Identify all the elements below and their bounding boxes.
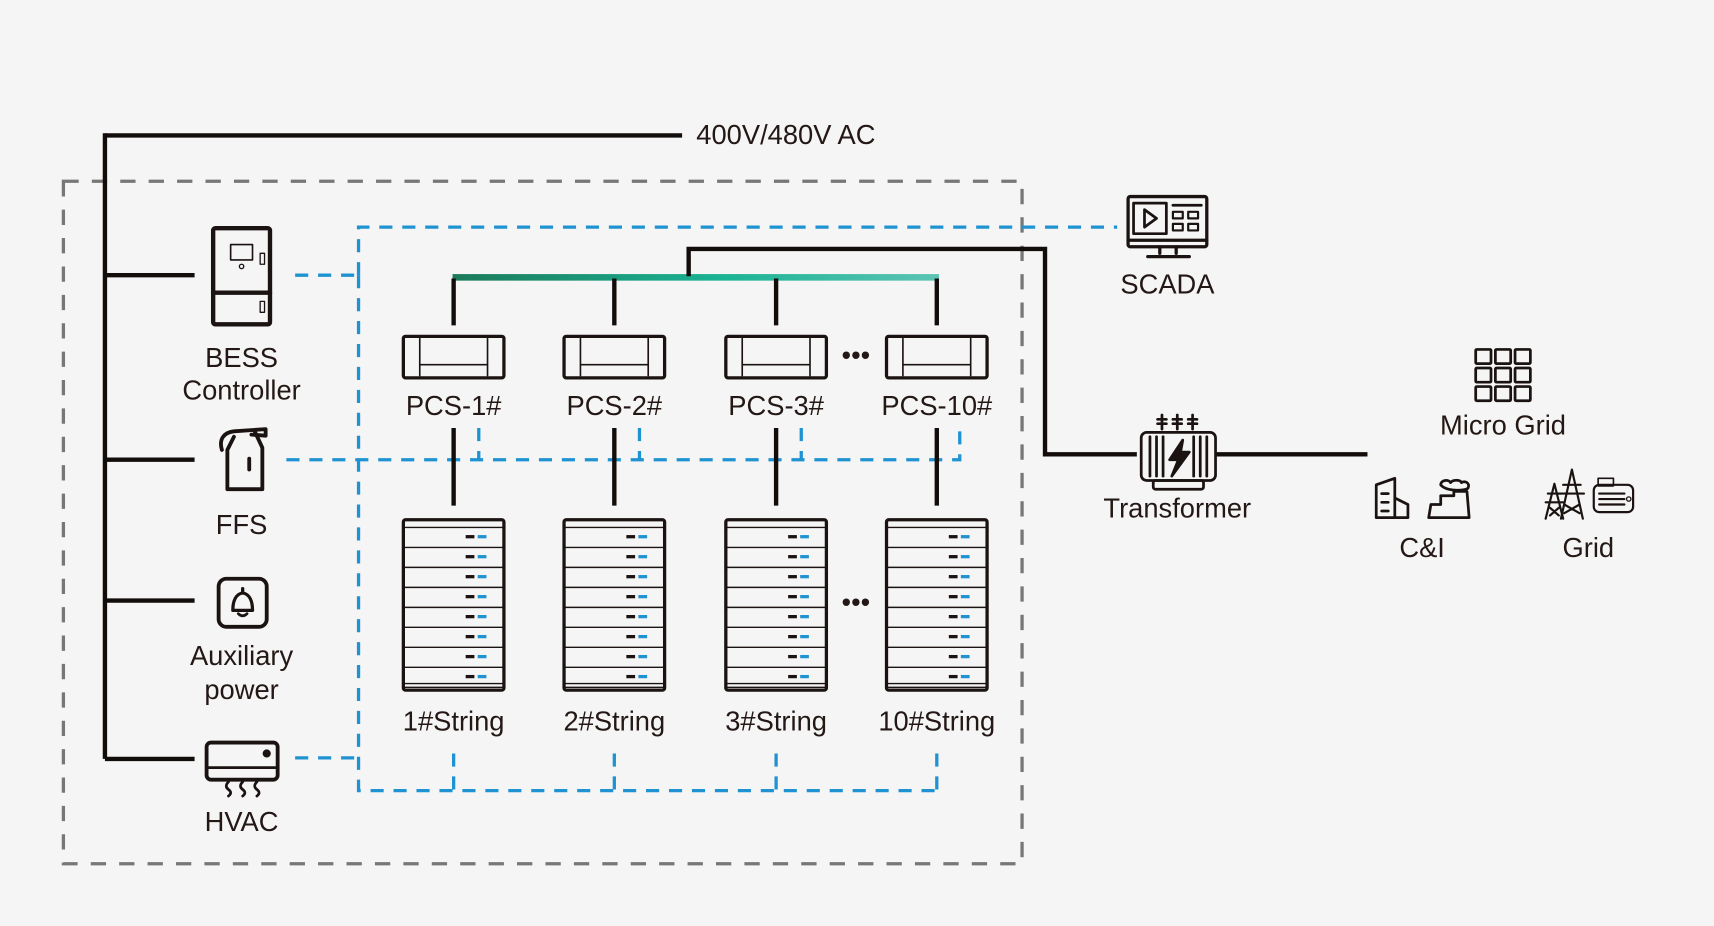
string-label: 10#String	[878, 706, 995, 737]
dc-bus	[452, 274, 939, 281]
pcs-label: PCS-1#	[406, 390, 502, 421]
monitor-icon	[1126, 194, 1209, 259]
micro-grid-label: Micro Grid	[1440, 410, 1566, 441]
string-ellipsis: •••	[842, 587, 871, 618]
comm-ffs	[286, 428, 962, 462]
building-factory-icon	[1374, 476, 1471, 519]
transformer-label: Transformer	[1103, 493, 1251, 524]
transformer-icon	[1139, 413, 1217, 491]
battery-rack-icon[interactable]	[884, 518, 989, 692]
ffs-label: FFS	[216, 509, 268, 540]
comm-line-scada	[356, 225, 1118, 276]
hvac-label: HVAC	[205, 806, 279, 837]
pcs-icon[interactable]	[724, 334, 829, 380]
c-and-i-label: C&I	[1399, 532, 1445, 563]
pcs-ellipsis: •••	[842, 340, 871, 371]
ac-bus-label: 400V/480V AC	[696, 119, 875, 150]
pcs-label: PCS-2#	[567, 390, 663, 421]
pcs-icon[interactable]	[884, 334, 989, 380]
pcs-icon[interactable]	[562, 334, 667, 380]
bess-controller-label-2: Controller	[182, 375, 300, 406]
cabinet-icon	[210, 226, 273, 327]
comm-line-frame	[356, 275, 937, 793]
string-label: 1#String	[403, 706, 505, 737]
power-tower-icon	[1544, 468, 1635, 520]
aux-power-label-1: Auxiliary	[190, 640, 294, 671]
pcs-string-column: PCS-3# 3#String	[724, 278, 829, 791]
pcs-label: PCS-10#	[881, 390, 993, 421]
battery-rack-icon[interactable]	[562, 518, 667, 692]
grid-squares-icon	[1474, 348, 1532, 403]
container-boundary	[61, 179, 1024, 866]
aux-power-label-2: power	[204, 674, 278, 705]
battery-rack-icon[interactable]	[724, 518, 829, 692]
pcs-label: PCS-3#	[728, 390, 824, 421]
battery-rack-icon[interactable]	[401, 518, 506, 692]
pcs-icon[interactable]	[401, 334, 506, 380]
scada-label: SCADA	[1120, 269, 1215, 300]
string-label: 3#String	[725, 706, 827, 737]
pcs-string-column: PCS-10# 10#String	[878, 278, 995, 791]
pcs-string-column: PCS-1# 1#String	[401, 278, 506, 791]
string-label: 2#String	[563, 706, 665, 737]
bess-controller-label-1: BESS	[205, 342, 278, 373]
pcs-string-column: PCS-2# 2#String	[562, 278, 667, 791]
bell-icon	[216, 576, 269, 629]
fire-extinguisher-icon	[219, 427, 268, 492]
air-conditioner-icon	[204, 740, 280, 798]
line-to-transformer	[686, 246, 1137, 457]
grid-label: Grid	[1562, 532, 1614, 563]
